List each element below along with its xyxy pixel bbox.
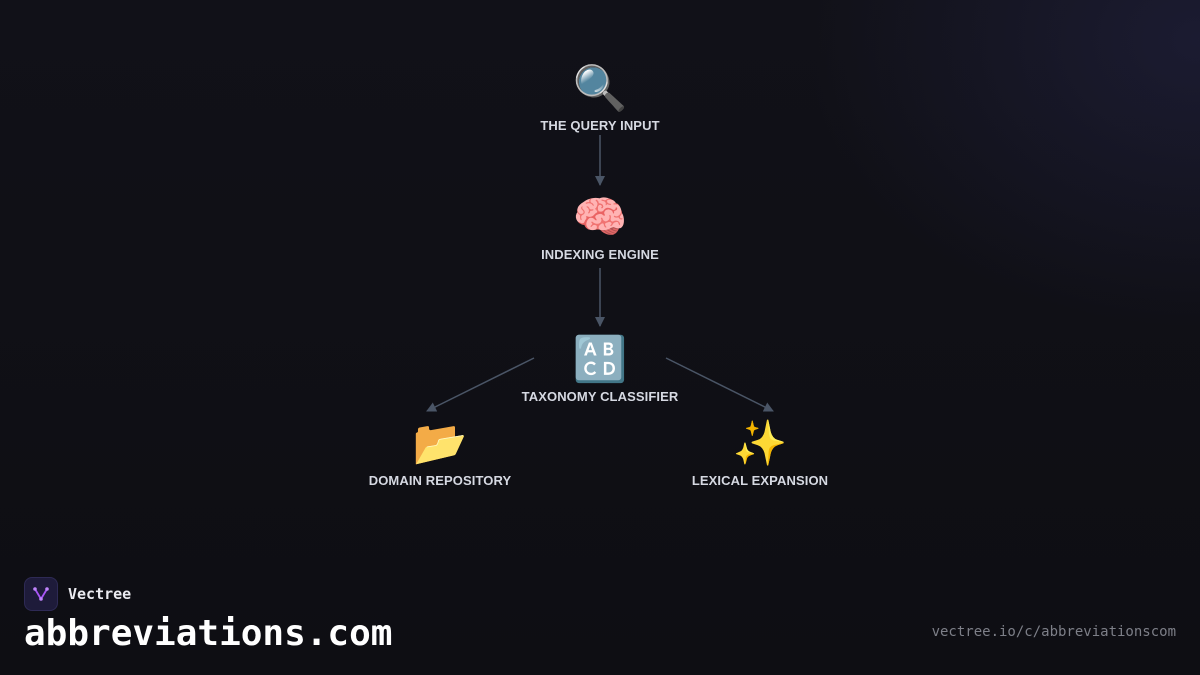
node-label: INDEXING ENGINE xyxy=(541,247,659,262)
node-indexing-engine: 🧠 INDEXING ENGINE xyxy=(480,193,720,262)
node-label: DOMAIN REPOSITORY xyxy=(368,473,512,488)
node-label: LEXICAL EXPANSION xyxy=(691,473,829,488)
sparkles-icon: ✨ xyxy=(732,419,788,468)
node-domain-repository: 📂 DOMAIN REPOSITORY xyxy=(320,419,560,488)
node-query-input: 🔍 THE QUERY INPUT xyxy=(480,64,720,133)
abcd-letters-icon: 🔠 xyxy=(572,335,628,384)
edge-classifier-to-expansion xyxy=(665,357,774,412)
site-title: abbreviations.com xyxy=(24,613,393,654)
brand-name: Vectree xyxy=(68,585,132,603)
brand: Vectree xyxy=(24,577,131,611)
edge-classifier-to-repository xyxy=(426,357,535,412)
brain-icon: 🧠 xyxy=(572,193,628,242)
vectree-logo-icon xyxy=(24,577,58,611)
node-lexical-expansion: ✨ LEXICAL EXPANSION xyxy=(640,419,880,488)
site-url[interactable]: vectree.io/c/abbreviationscom xyxy=(931,624,1176,640)
node-label: THE QUERY INPUT xyxy=(540,118,660,133)
node-label: TAXONOMY CLASSIFIER xyxy=(521,389,679,404)
node-taxonomy-classifier: 🔠 TAXONOMY CLASSIFIER xyxy=(480,335,720,404)
open-folder-icon: 📂 xyxy=(412,419,468,468)
magnifying-glass-icon: 🔍 xyxy=(572,64,628,113)
